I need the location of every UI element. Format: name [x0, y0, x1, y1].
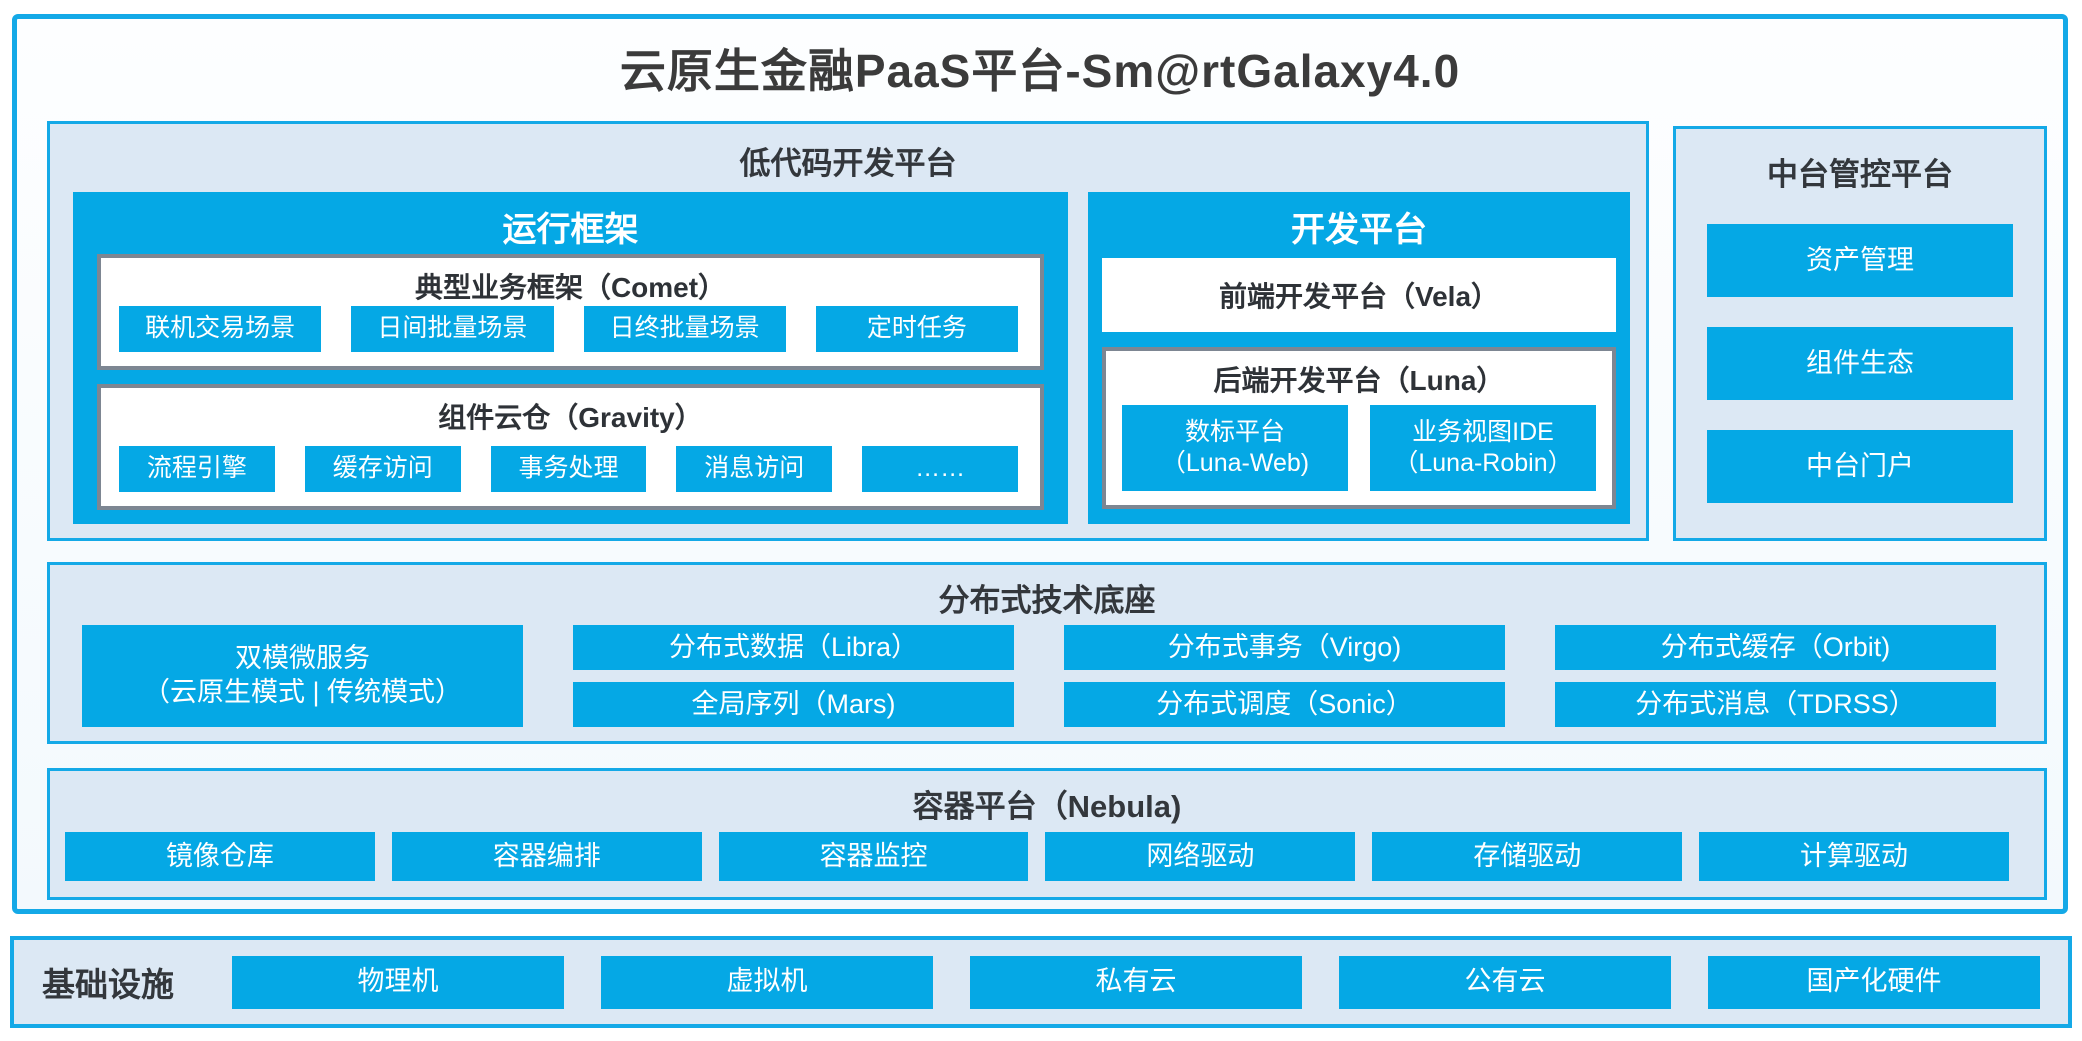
diagram-node-compute-driver: 计算驱动 — [1699, 832, 2009, 881]
diagram-node-distributed-scheduling-sonic: 分布式调度（Sonic） — [1064, 682, 1505, 727]
diagram-node-private-cloud: 私有云 — [970, 955, 1302, 1009]
diagram-node-asset-management: 资产管理 — [1707, 224, 2013, 297]
distributed-col-1: 分布式数据（Libra） 全局序列（Mars) — [573, 625, 1014, 727]
infrastructure-items-row: 物理机 虚拟机 私有云 公有云 国产化硬件 — [232, 955, 2040, 1009]
diagram-node-physical-machine: 物理机 — [232, 955, 564, 1009]
luna-web-name: 数标平台 — [1184, 417, 1285, 446]
diagram-node-storage-driver: 存储驱动 — [1372, 832, 1683, 881]
gravity-warehouse-title: 组件云仓（Gravity） — [438, 402, 703, 433]
diagram-node-online-trading: 联机交易场景 — [119, 306, 322, 352]
dev-platform-panel: 开发平台 前端开发平台（Vela） 后端开发平台（Luna） 数标平台 （Lun… — [1088, 192, 1630, 524]
diagram-node-distributed-transaction-virgo: 分布式事务（Virgo) — [1064, 625, 1505, 670]
diagram-node-distributed-cache-orbit: 分布式缓存（Orbit) — [1555, 625, 1996, 670]
diagram-node-network-driver: 网络驱动 — [1045, 832, 1356, 881]
distributed-grid: 双模微服务 （云原生模式 | 传统模式） 分布式数据（Libra） 全局序列（M… — [82, 625, 1996, 727]
midplatform-control-header: 中台管控平台 — [1767, 157, 1953, 192]
dev-platform-title: 开发平台 — [1291, 211, 1427, 249]
runtime-framework-title: 运行框架 — [502, 211, 639, 249]
diagram-node-virtual-machine: 虚拟机 — [601, 955, 933, 1009]
diagram-node-transaction-processing: 事务处理 — [490, 446, 647, 492]
gravity-items-row: 流程引擎 缓存访问 事务处理 消息访问 …… — [119, 446, 1018, 492]
distributed-base-header: 分布式技术底座 — [938, 583, 1156, 618]
container-platform-panel: 容器平台（Nebula) 镜像仓库 容器编排 容器监控 网络驱动 存储驱动 计算… — [47, 768, 2047, 900]
lowcode-platform-header: 低代码开发平台 — [739, 146, 957, 181]
comet-items-row: 联机交易场景 日间批量场景 日终批量场景 定时任务 — [119, 306, 1018, 352]
distributed-col-3: 分布式缓存（Orbit) 分布式消息（TDRSS） — [1555, 625, 1996, 727]
diagram-node-scheduled-task: 定时任务 — [815, 306, 1018, 352]
luna-robin-name: 业务视图IDE — [1412, 417, 1554, 446]
diagram-node-luna-robin: 业务视图IDE （Luna-Robin） — [1370, 405, 1596, 491]
diagram-node-domestic-hardware: 国产化硬件 — [1708, 955, 2040, 1009]
lowcode-platform-panel: 低代码开发平台 运行框架 典型业务框架（Comet） 联机交易场景 日间批量场景… — [47, 121, 1649, 541]
diagram-node-distributed-message-tdrss: 分布式消息（TDRSS） — [1555, 682, 1996, 727]
backend-luna-title: 后端开发平台（Luna） — [1213, 365, 1505, 396]
distributed-col-2: 分布式事务（Virgo) 分布式调度（Sonic） — [1064, 625, 1505, 727]
comet-framework-box: 典型业务框架（Comet） 联机交易场景 日间批量场景 日终批量场景 定时任务 — [97, 254, 1044, 370]
page-title: 云原生金融PaaS平台-Sm@rtGalaxy4.0 — [619, 45, 1461, 97]
diagram-node-ellipsis: …… — [862, 446, 1018, 492]
frontend-vela-box: 前端开发平台（Vela） — [1102, 258, 1616, 332]
diagram-node-cache-access: 缓存访问 — [304, 446, 461, 492]
diagram-node-global-sequence-mars: 全局序列（Mars) — [573, 682, 1014, 727]
runtime-framework-panel: 运行框架 典型业务框架（Comet） 联机交易场景 日间批量场景 日终批量场景 … — [73, 192, 1068, 524]
diagram-node-image-registry: 镜像仓库 — [65, 832, 375, 881]
luna-web-sub: （Luna-Web) — [1160, 449, 1310, 477]
comet-framework-title: 典型业务框架（Comet） — [414, 272, 727, 303]
infrastructure-label: 基础设施 — [42, 966, 174, 1003]
diagram-node-container-monitoring: 容器监控 — [718, 832, 1029, 881]
luna-items-row: 数标平台 （Luna-Web) 业务视图IDE （Luna-Robin） — [1122, 405, 1596, 491]
gravity-warehouse-box: 组件云仓（Gravity） 流程引擎 缓存访问 事务处理 消息访问 …… — [97, 384, 1044, 510]
container-items-row: 镜像仓库 容器编排 容器监控 网络驱动 存储驱动 计算驱动 — [65, 832, 2009, 881]
diagram-node-message-access: 消息访问 — [676, 446, 833, 492]
diagram-node-luna-web: 数标平台 （Luna-Web) — [1122, 405, 1348, 491]
main-container: 云原生金融PaaS平台-Sm@rtGalaxy4.0 低代码开发平台 运行框架 … — [12, 14, 2068, 914]
backend-luna-box: 后端开发平台（Luna） 数标平台 （Luna-Web) 业务视图IDE （Lu… — [1102, 347, 1616, 509]
dual-mode-line2: （云原生模式 | 传统模式） — [142, 677, 463, 707]
diagram-node-daytime-batch: 日间批量场景 — [351, 306, 554, 352]
diagram-node-dual-mode-microservice: 双模微服务 （云原生模式 | 传统模式） — [82, 625, 523, 727]
diagram-node-container-orchestration: 容器编排 — [391, 832, 702, 881]
luna-robin-sub: （Luna-Robin） — [1393, 449, 1573, 477]
diagram-node-eod-batch: 日终批量场景 — [583, 306, 786, 352]
diagram-node-process-engine: 流程引擎 — [119, 446, 275, 492]
container-platform-header: 容器平台（Nebula) — [912, 789, 1182, 824]
diagram-node-midplatform-portal: 中台门户 — [1707, 430, 2013, 503]
distributed-col-dualmode: 双模微服务 （云原生模式 | 传统模式） — [82, 625, 523, 727]
diagram-node-distributed-data-libra: 分布式数据（Libra） — [573, 625, 1014, 670]
midplatform-control-panel: 中台管控平台 资产管理 组件生态 中台门户 — [1673, 126, 2047, 541]
diagram-node-public-cloud: 公有云 — [1339, 955, 1671, 1009]
dual-mode-line1: 双模微服务 — [235, 643, 370, 674]
infrastructure-panel: 基础设施 物理机 虚拟机 私有云 公有云 国产化硬件 — [10, 936, 2072, 1028]
distributed-base-panel: 分布式技术底座 双模微服务 （云原生模式 | 传统模式） 分布式数据（Libra… — [47, 562, 2047, 744]
diagram-node-component-ecosystem: 组件生态 — [1707, 327, 2013, 400]
